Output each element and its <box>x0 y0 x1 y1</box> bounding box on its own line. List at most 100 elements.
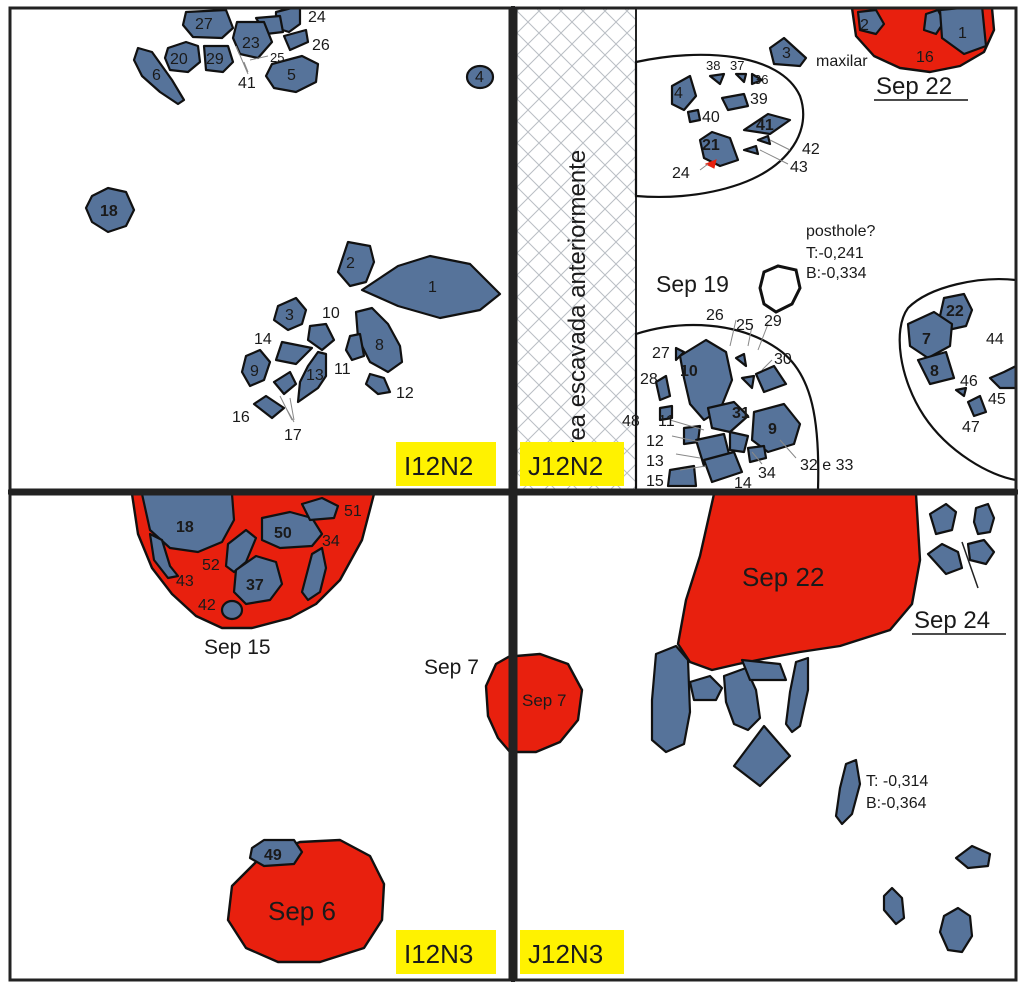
bone-j29 <box>734 352 748 368</box>
label-sep22-top: Sep 22 <box>876 73 952 100</box>
label-j3: 3 <box>782 45 791 62</box>
label-j9: 9 <box>768 421 777 438</box>
bone-j30 <box>754 364 788 394</box>
label-j38: 38 <box>706 58 720 73</box>
label-16: 16 <box>232 409 250 426</box>
label-i3-42: 42 <box>198 597 216 614</box>
label-23: 23 <box>242 35 260 52</box>
label-j11: 11 <box>658 413 675 430</box>
quadrant-i12n3: 18 50 51 34 52 43 37 42 Sep 15 Sep 7 49 … <box>130 494 510 964</box>
bone-i3-34 <box>300 546 328 602</box>
label-j42: 42 <box>802 141 820 158</box>
label-j21: 21 <box>702 137 720 154</box>
label-5: 5 <box>287 67 296 84</box>
bone-j37 <box>734 72 748 84</box>
bone-j3-e <box>784 656 810 734</box>
quadrant-label-j12n3: J12N3 <box>528 939 603 969</box>
bone-j9 <box>750 402 802 454</box>
burial-sep6 <box>226 838 386 964</box>
bone-j13b <box>728 430 750 454</box>
burial-sep22-bottom <box>676 494 922 672</box>
label-maxilar: maxilar <box>816 53 868 70</box>
label-j2: 2 <box>860 17 869 34</box>
label-j36: 36 <box>754 72 768 87</box>
label-j22: 22 <box>946 303 964 320</box>
label-29: 29 <box>206 51 224 68</box>
label-i3-34: 34 <box>322 533 340 550</box>
bone-i3-49 <box>248 838 304 868</box>
label-j44: 44 <box>986 331 1004 348</box>
tag-bg-i12n3 <box>396 930 496 974</box>
bone-20 <box>163 40 202 74</box>
label-i3-43: 43 <box>176 573 194 590</box>
bone-j47 <box>966 394 988 418</box>
bone-j3-long-a <box>650 644 692 754</box>
bone-9 <box>240 348 272 388</box>
label-j16: 16 <box>916 49 934 66</box>
label-j40: 40 <box>702 109 720 126</box>
excavated-area-label: área escavada anteriormente <box>564 150 591 462</box>
label-j4: 4 <box>674 85 683 102</box>
bone-29 <box>202 44 235 74</box>
bone-1 <box>360 254 502 320</box>
label-j37: 37 <box>730 58 744 73</box>
bone-j31 <box>706 400 750 434</box>
label-j31: 31 <box>732 405 750 422</box>
label-j32e33: 32 e 33 <box>800 457 853 474</box>
bone-18 <box>84 186 136 234</box>
bone-j2 <box>856 8 886 36</box>
bone-j7 <box>906 310 954 360</box>
bone-j3-d <box>740 658 788 682</box>
label-sep22-bottom: Sep 22 <box>742 562 824 592</box>
label-1: 1 <box>428 279 437 296</box>
label-sep15: Sep 15 <box>204 636 271 659</box>
label-i3-50: 50 <box>274 525 292 542</box>
bone-13b <box>272 370 298 396</box>
label-j41: 41 <box>756 117 774 134</box>
label-sep7-inner: Sep 7 <box>522 691 566 710</box>
tag-bg-i12n2 <box>396 442 496 486</box>
bone-12 <box>364 372 392 396</box>
label-j10: 10 <box>680 363 698 380</box>
bone-i3-51 <box>300 496 340 522</box>
tag-bg-j12n2 <box>520 442 624 486</box>
bone-27 <box>181 8 235 40</box>
tag-bg-j12n3 <box>520 930 624 974</box>
label-9: 9 <box>250 363 259 380</box>
label-20: 20 <box>170 51 188 68</box>
bone-j46b <box>954 386 968 398</box>
label-27: 27 <box>195 16 213 33</box>
bone-j3-h <box>954 844 992 870</box>
label-j7: 7 <box>922 331 931 348</box>
quadrant-label-i12n3: I12N3 <box>404 939 473 969</box>
bone-sep24-d <box>966 538 996 566</box>
label-14: 14 <box>254 331 272 348</box>
label-18: 18 <box>100 203 118 220</box>
bone-13 <box>296 350 328 404</box>
label-6: 6 <box>152 67 161 84</box>
bone-j41 <box>742 112 792 136</box>
label-3: 3 <box>285 307 294 324</box>
quadrant-j12n2: área escavada anteriormente 2 16 1 Sep 2… <box>516 8 1016 492</box>
bone-3 <box>272 296 308 332</box>
label-sep6: Sep 6 <box>268 896 336 926</box>
label-sep24: Sep 24 <box>914 607 990 634</box>
bone-cluster-top <box>132 8 320 106</box>
label-j29: 29 <box>764 313 782 330</box>
bone-j11 <box>658 404 674 422</box>
bone-j14 <box>702 450 744 484</box>
label-12: 12 <box>396 385 414 402</box>
bone-j1 <box>938 8 988 56</box>
bone-sep24-b <box>972 502 996 536</box>
bone-2 <box>336 240 376 288</box>
label-j14: 14 <box>734 475 752 492</box>
label-j43: 43 <box>790 159 808 176</box>
label-i3-37: 37 <box>246 577 264 594</box>
label-j30: 30 <box>774 351 792 368</box>
bone-26 <box>282 28 310 52</box>
label-2: 2 <box>346 255 355 272</box>
bone-i3-37 <box>232 554 284 606</box>
bone-sep24-c <box>926 542 964 576</box>
label-4: 4 <box>475 69 484 86</box>
